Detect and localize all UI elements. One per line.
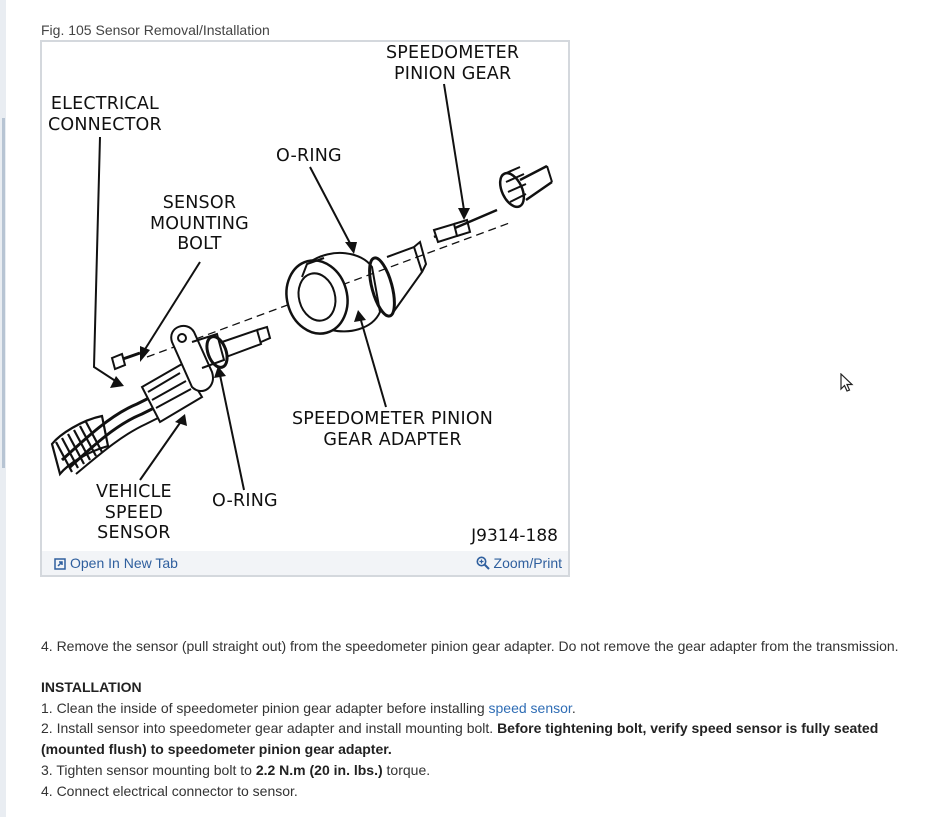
- leader-electrical-connector: [92, 136, 118, 383]
- label-o-ring-bottom: O-RING: [212, 491, 278, 511]
- cable-braid: [50, 414, 110, 477]
- figure-box: SPEEDOMETER PINION GEAR ELECTRICAL CONNE…: [40, 40, 570, 577]
- leader-o-ring-bottom: [219, 374, 245, 491]
- mouse-cursor-icon: [840, 373, 854, 392]
- arrowhead-o-ring-top: [345, 242, 357, 254]
- label-sensor-mounting-bolt: SENSOR MOUNTING BOLT: [150, 193, 249, 254]
- speed-sensor-link[interactable]: speed sensor: [488, 700, 572, 716]
- label-speedometer-pinion-gear: SPEEDOMETER PINION GEAR: [386, 43, 520, 84]
- arrowhead-connector: [110, 376, 124, 388]
- removal-step-4: 4. Remove the sensor (pull straight out)…: [41, 638, 899, 654]
- step2-bold-text: Before tightening bolt, verify speed sen…: [41, 720, 879, 757]
- zoom-print-label: Zoom/Print: [493, 555, 562, 571]
- arrowhead-bolt: [140, 346, 150, 362]
- sensor-diagram: [50, 83, 553, 491]
- step3-text: 3. Tighten sensor mounting bolt to: [41, 762, 256, 778]
- open-in-new-tab-link[interactable]: Open In New Tab: [54, 555, 178, 571]
- gear-adapter-opening: [285, 259, 349, 335]
- arrowhead-sensor: [175, 414, 187, 426]
- zoom-print-link[interactable]: Zoom/Print: [476, 555, 562, 571]
- label-electrical-connector: ELECTRICAL CONNECTOR: [48, 94, 162, 135]
- torque-value: 2.2 N.m (20 in. lbs.): [255, 762, 383, 778]
- installation-step-2: 2. Install sensor into speedometer gear …: [41, 718, 891, 760]
- step2-text: 2. Install sensor into speedometer gear …: [41, 720, 498, 736]
- zoom-icon: [476, 556, 490, 570]
- adapter-o-ring: [368, 256, 396, 318]
- open-in-new-tab-label: Open In New Tab: [70, 555, 178, 571]
- figure-caption: Fig. 105 Sensor Removal/Installation: [41, 22, 270, 38]
- installation-step-1: 1. Clean the inside of speedometer pinio…: [41, 698, 576, 719]
- leader-vehicle-speed-sensor: [139, 419, 183, 481]
- installation-heading: INSTALLATION: [41, 679, 142, 695]
- step1-text: 1. Clean the inside of speedometer pinio…: [41, 700, 489, 716]
- arrowhead-pinion-gear: [458, 208, 470, 220]
- open-new-tab-icon: [54, 558, 66, 570]
- leader-pinion-gear: [443, 83, 465, 211]
- left-scroll-edge: [0, 0, 6, 817]
- figure-footer: Open In New Tab Zoom/Print: [42, 551, 568, 575]
- sensor-shaft: [221, 328, 263, 358]
- sensor-o-ring: [205, 335, 229, 369]
- installation-step-4: 4. Connect electrical connector to senso…: [41, 783, 298, 799]
- scroll-accent: [2, 118, 5, 468]
- label-vehicle-speed-sensor: VEHICLE SPEED SENSOR: [96, 482, 172, 543]
- step1-suffix: .: [571, 700, 576, 716]
- arrowhead-adapter: [354, 310, 366, 322]
- leader-o-ring-top: [309, 166, 353, 248]
- gear-adapter-body: [309, 251, 382, 333]
- leader-gear-adapter: [359, 316, 387, 408]
- leader-mounting-bolt: [141, 261, 201, 355]
- figure-code: J9314-188: [471, 526, 558, 546]
- label-o-ring-top: O-RING: [276, 146, 342, 166]
- step3-suffix: torque.: [382, 762, 431, 778]
- label-speedometer-pinion-gear-adapter: SPEEDOMETER PINION GEAR ADAPTER: [292, 409, 494, 450]
- installation-step-3: 3. Tighten sensor mounting bolt to 2.2 N…: [41, 760, 430, 781]
- arrowhead-o-ring-bottom: [214, 366, 226, 378]
- adapter-cone: [386, 245, 424, 315]
